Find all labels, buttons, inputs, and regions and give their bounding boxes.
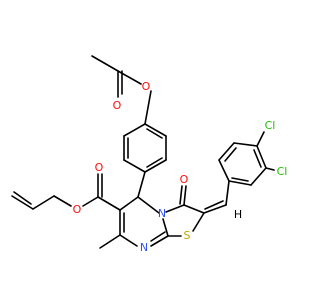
bond-allyl-1 bbox=[53, 195, 72, 207]
molecule-structure: O O O O O N N S Cl Cl H bbox=[11, 55, 288, 254]
atom-oxygen-ester-ether: O bbox=[73, 203, 82, 216]
bond-c3-ketone-double bbox=[179, 185, 183, 205]
atom-oxygen-acetoxy-ester: O bbox=[142, 80, 151, 93]
atom-nitrogen-ring-bottom: N bbox=[140, 241, 148, 254]
bond-c5-n4 bbox=[137, 196, 160, 214]
bond-c8a-n4 bbox=[162, 218, 169, 237]
bond-c3-ketone bbox=[183, 185, 187, 206]
bond-dcp-inner-3 bbox=[231, 177, 249, 182]
atom-oxygen-ketone: O bbox=[180, 173, 189, 186]
atom-hydrogen-ring: H bbox=[234, 208, 242, 221]
bond-dcp-4 bbox=[256, 145, 267, 169]
bond-c3-c2 bbox=[183, 204, 205, 214]
bond-phenyl-inner-2 bbox=[146, 157, 163, 168]
bond-dcp-inner-1 bbox=[224, 147, 237, 162]
bond-phenyl-3 bbox=[144, 159, 167, 173]
bond-c2-benzylidene bbox=[203, 204, 227, 214]
bond-phenyl-6 bbox=[123, 123, 146, 137]
bond-ester-ether-o bbox=[82, 196, 99, 207]
bond-allyl-3 bbox=[11, 195, 34, 210]
atom-nitrogen-ring-top: N bbox=[158, 207, 166, 220]
bond-allyl-2 bbox=[32, 195, 55, 210]
bond-c2-benzylidene-double bbox=[204, 200, 224, 210]
bond-n8-c8a bbox=[150, 235, 169, 247]
bond-c6-ester-carbon bbox=[97, 196, 121, 211]
atom-oxygen-ester-carbonyl: O bbox=[95, 161, 104, 174]
atom-oxygen-acetoxy-carbonyl: O bbox=[113, 99, 122, 112]
bond-c2-s bbox=[192, 212, 205, 232]
bond-phenyl-inner-1 bbox=[146, 128, 163, 139]
bond-dcp-inner-2 bbox=[253, 149, 262, 168]
atom-chlorine-lower: Cl bbox=[277, 165, 288, 178]
bond-dcp-3 bbox=[233, 142, 258, 147]
bond-c5-c6 bbox=[119, 196, 139, 211]
bond-phenyl-4 bbox=[123, 159, 146, 173]
bond-phenyl-1 bbox=[144, 123, 167, 137]
bond-dcp-2 bbox=[218, 142, 235, 161]
bond-n8-c8a-double bbox=[150, 231, 166, 242]
bond-phenyl-to-c5 bbox=[137, 171, 146, 198]
bond-c7-n8 bbox=[119, 234, 138, 247]
molecule-canvas: O O O O O N N S Cl Cl H bbox=[11, 55, 288, 254]
bond-cl-upper bbox=[256, 131, 265, 147]
bond-ester-o-ring bbox=[144, 90, 152, 125]
bond-c7-methyl bbox=[99, 234, 121, 249]
bond-benzylidene-ring bbox=[225, 180, 230, 206]
bond-dcp-6 bbox=[228, 180, 252, 186]
bond-n4-c3 bbox=[165, 204, 185, 213]
bond-acetyl-methyl bbox=[91, 55, 119, 72]
bond-acetyl-ester-o bbox=[117, 70, 142, 85]
bond-dcp-1 bbox=[218, 159, 230, 182]
atom-chlorine-upper: Cl bbox=[265, 119, 276, 132]
atom-sulfur-ring: S bbox=[184, 229, 191, 242]
bond-allyl-3-double bbox=[13, 191, 32, 205]
bond-dcp-5 bbox=[250, 167, 267, 186]
bond-cl-lower bbox=[265, 167, 275, 171]
